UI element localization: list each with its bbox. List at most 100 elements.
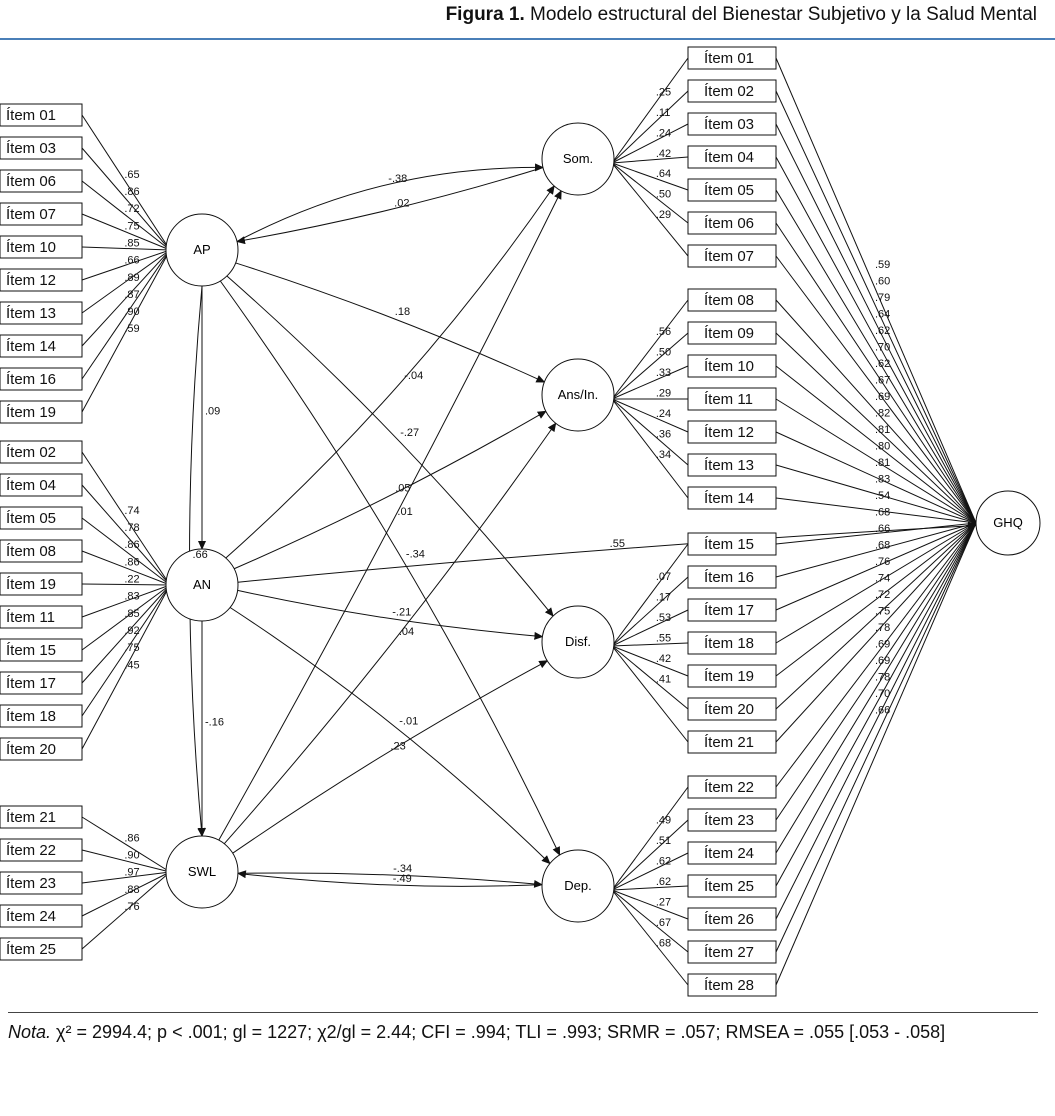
ghq-loading-value: .68 <box>875 507 890 519</box>
indicator-box <box>687 631 777 655</box>
loading-value: .45 <box>124 659 139 671</box>
ghq-loading-value: .76 <box>875 556 890 568</box>
correlation-value: .23 <box>390 741 405 753</box>
loading-path <box>611 819 689 891</box>
ghq-loading-path <box>775 522 977 920</box>
indicator-box <box>0 103 83 127</box>
loading-path <box>81 249 171 314</box>
latent-disf <box>541 605 615 679</box>
ghq-loading-path <box>775 222 977 524</box>
loading-value: .07 <box>656 571 671 583</box>
ghq-loading-path <box>775 189 977 524</box>
indicator-box <box>687 697 777 721</box>
ghq-loading-path <box>775 332 977 524</box>
correlation-path <box>228 584 544 640</box>
loading-path <box>81 451 171 586</box>
latent-label: SWL <box>188 864 216 879</box>
indicator-label: Ítem 14 <box>6 338 56 355</box>
loading-path <box>81 871 171 884</box>
indicator-box <box>0 737 83 761</box>
indicator-box <box>0 704 83 728</box>
indicator-box <box>0 235 83 259</box>
loading-value: .49 <box>656 815 671 827</box>
correlation-value: -.01 <box>399 716 418 728</box>
loading-path <box>611 645 689 743</box>
loading-value: .89 <box>124 272 139 284</box>
indicator-box <box>687 841 777 865</box>
note-rule <box>8 1012 1038 1013</box>
loading-path <box>611 398 689 499</box>
loading-path <box>611 398 689 433</box>
ghq-loading-value: .82 <box>875 408 890 420</box>
loading-value: .67 <box>656 917 671 929</box>
correlation-value: .02 <box>394 197 409 209</box>
latent-label: Disf. <box>565 634 591 649</box>
correlation-path <box>223 660 549 862</box>
indicator-label: Ítem 22 <box>6 842 56 859</box>
indicator-box <box>687 598 777 622</box>
ghq-loading-path <box>775 255 977 524</box>
correlation-path <box>229 869 544 888</box>
indicator-label: Ítem 15 <box>6 642 56 659</box>
indicator-box <box>687 387 777 411</box>
loading-path <box>81 517 171 586</box>
loading-path <box>611 332 689 400</box>
loading-path <box>611 885 689 891</box>
indicator-label: Ítem 06 <box>6 173 56 190</box>
ghq-loading-path <box>775 497 977 524</box>
loading-value: .24 <box>656 127 671 139</box>
indicator-label: Ítem 18 <box>704 635 754 652</box>
correlation-value: -.34 <box>393 863 412 875</box>
loading-value: .68 <box>656 937 671 949</box>
loading-value: .92 <box>124 625 139 637</box>
ghq-loading-value: .70 <box>875 688 890 700</box>
indicator-label: Ítem 19 <box>6 576 56 593</box>
loading-path <box>611 162 689 257</box>
indicator-label: Ítem 16 <box>6 371 56 388</box>
latent-ans <box>541 358 615 432</box>
correlation-value: -.34 <box>406 548 425 560</box>
indicator-label: Ítem 05 <box>6 510 56 527</box>
correlation-value: .05 <box>395 482 410 494</box>
indicator-box <box>0 136 83 160</box>
indicator-box <box>687 178 777 202</box>
indicator-box <box>687 565 777 589</box>
latent-label: AP <box>193 242 210 257</box>
loading-path <box>81 249 171 413</box>
loading-value: .88 <box>124 884 139 896</box>
loading-path <box>611 398 689 466</box>
ghq-loading-value: .69 <box>875 391 890 403</box>
loading-path <box>611 889 689 920</box>
loading-path <box>611 123 689 164</box>
indicator-label: Ítem 17 <box>6 675 56 692</box>
ghq-loading-value: .80 <box>875 441 890 453</box>
loading-path <box>611 57 689 164</box>
indicator-label: Ítem 12 <box>6 272 56 289</box>
indicator-label: Ítem 11 <box>704 391 753 408</box>
ghq-loading-value: .62 <box>875 325 890 337</box>
loading-value: .42 <box>656 653 671 665</box>
latent-label: GHQ <box>993 515 1023 530</box>
indicator-label: Ítem 13 <box>6 305 56 322</box>
indicator-box <box>687 354 777 378</box>
loading-path <box>81 249 171 380</box>
indicator-label: Ítem 17 <box>704 602 754 619</box>
indicator-box <box>0 473 83 497</box>
latent-som <box>541 122 615 196</box>
loading-path <box>81 849 171 873</box>
figure-label: Figura 1. <box>445 4 525 25</box>
indicator-box <box>0 605 83 629</box>
ghq-loading-path <box>775 57 977 524</box>
correlation-path <box>236 870 551 889</box>
ghq-loading-value: .83 <box>875 474 890 486</box>
loading-value: .86 <box>124 186 139 198</box>
loading-path <box>611 786 689 891</box>
correlation-path <box>218 267 554 617</box>
loading-value: .97 <box>124 867 139 879</box>
correlation-path <box>229 521 978 588</box>
loading-path <box>81 246 171 251</box>
correlation-value: .01 <box>397 506 412 518</box>
indicator-box <box>0 506 83 530</box>
correlation-value: -.16 <box>205 717 224 729</box>
